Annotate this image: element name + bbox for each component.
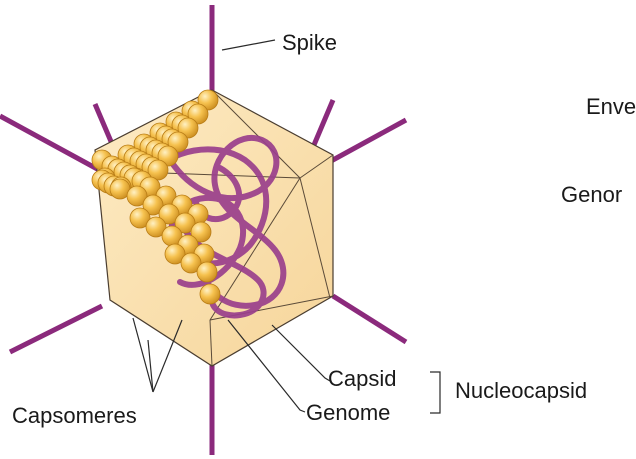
capsid-face (95, 90, 333, 366)
label-capsid: Capsid (328, 368, 396, 390)
capsid (95, 90, 333, 366)
label-envelope: Enve (586, 96, 636, 118)
label-genome: Genome (306, 402, 390, 424)
spike-lower-left (10, 306, 102, 352)
spike-lower-right (333, 296, 406, 342)
capsid-leader (272, 325, 330, 381)
label-genome-right: Genor (561, 184, 622, 206)
label-nucleocapsid: Nucleocapsid (455, 380, 587, 402)
nucleocapsid-bracket (430, 372, 440, 413)
label-spike: Spike (282, 32, 337, 54)
capsomere (200, 284, 220, 304)
capsomere (197, 262, 217, 282)
spike-leader (222, 40, 275, 50)
label-capsomeres: Capsomeres (12, 405, 137, 427)
